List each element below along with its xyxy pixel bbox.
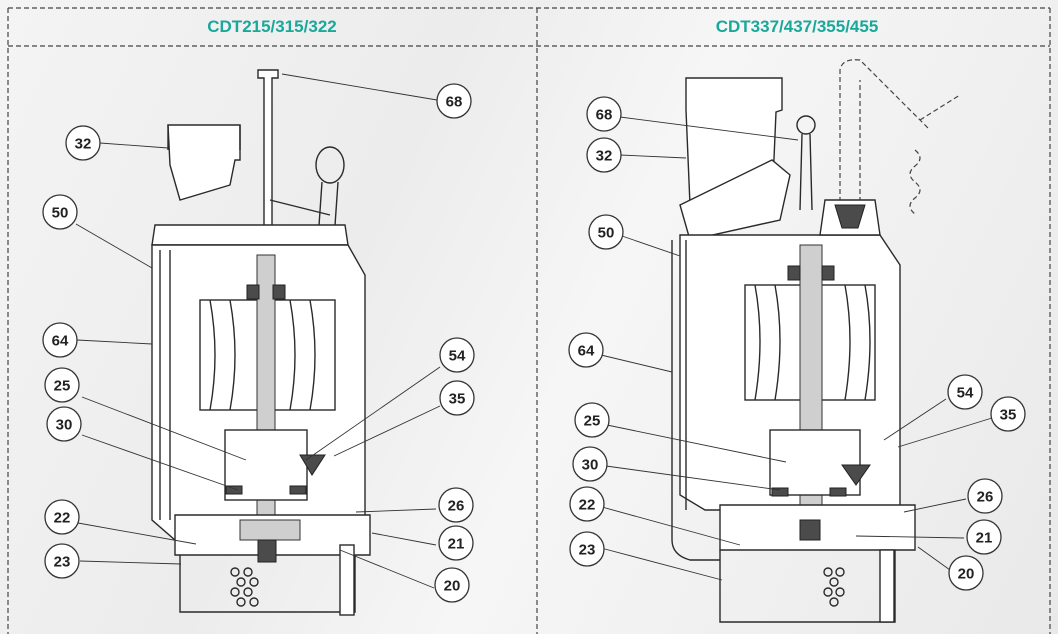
callout-label: 32: [596, 148, 613, 165]
callout-label: 50: [52, 205, 69, 222]
callout-circle: [42, 322, 78, 358]
pump-drawing-left: [151, 69, 371, 616]
callout-circle: [990, 396, 1026, 432]
callout-circle: [46, 406, 82, 442]
callout-label: 26: [448, 498, 465, 515]
callout-label: 22: [579, 497, 596, 514]
callout-circle: [586, 137, 622, 173]
callout-circle: [569, 531, 605, 567]
callout-circle: [569, 486, 605, 522]
callout-circle: [438, 487, 474, 523]
callouts-right: 68 32 50 64 54 35 25 30 26 22 21 23 20: [568, 96, 1026, 591]
callout-left-64: 64: [42, 322, 78, 358]
callout-right-25: 25: [574, 402, 610, 438]
callout-label: 20: [444, 578, 461, 595]
panel-title-right: CDT337/437/355/455: [715, 17, 879, 36]
callout-circle: [434, 567, 470, 603]
callout-label: 68: [596, 107, 613, 124]
callout-left-50: 50: [42, 194, 78, 230]
callout-circle: [44, 499, 80, 535]
callout-circle: [65, 125, 101, 161]
callout-circle: [439, 337, 475, 373]
callout-circle: [967, 478, 1003, 514]
callout-label: 23: [579, 542, 596, 559]
callout-circle: [947, 374, 983, 410]
callout-label: 32: [75, 136, 92, 153]
callout-left-22: 22: [44, 499, 80, 535]
callout-left-20: 20: [434, 567, 470, 603]
callout-left-54: 54: [439, 337, 475, 373]
callouts-left: 68 32 50 64 54 25 35 30 26 22 21 23 20: [42, 83, 475, 603]
callout-label: 21: [448, 536, 465, 553]
callout-right-54: 54: [947, 374, 983, 410]
callout-left-26: 26: [438, 487, 474, 523]
callout-circle: [44, 543, 80, 579]
callout-label: 35: [1000, 407, 1017, 424]
callout-circle: [436, 83, 472, 119]
callout-circle: [438, 525, 474, 561]
callout-label: 30: [56, 417, 73, 434]
callout-label: 64: [52, 333, 69, 350]
callout-label: 54: [957, 385, 974, 402]
callout-label: 25: [584, 413, 601, 430]
callout-left-21: 21: [438, 525, 474, 561]
pump-drawing-right: [671, 59, 961, 623]
callout-right-64: 64: [568, 332, 604, 368]
callout-circle: [948, 555, 984, 591]
callout-circle: [572, 446, 608, 482]
callout-circle: [44, 367, 80, 403]
callout-right-21: 21: [966, 519, 1002, 555]
callout-right-26: 26: [967, 478, 1003, 514]
callout-circle: [966, 519, 1002, 555]
callout-label: 25: [54, 378, 71, 395]
callout-left-35: 35: [439, 380, 475, 416]
callout-left-23: 23: [44, 543, 80, 579]
callout-label: 50: [598, 225, 615, 242]
callout-left-68: 68: [436, 83, 472, 119]
callout-right-22: 22: [569, 486, 605, 522]
callout-label: 30: [582, 457, 599, 474]
callout-right-35: 35: [990, 396, 1026, 432]
callout-circle: [588, 214, 624, 250]
callout-circle: [439, 380, 475, 416]
callout-circle: [574, 402, 610, 438]
dashed-border: [7, 7, 1051, 634]
callout-circle: [586, 96, 622, 132]
panel-title-left: CDT215/315/322: [207, 17, 337, 36]
callout-right-32: 32: [586, 137, 622, 173]
callout-label: 26: [977, 489, 994, 506]
leader-lines: [75, 73, 993, 589]
callout-label: 21: [976, 530, 993, 547]
callout-right-20: 20: [948, 555, 984, 591]
callout-left-25: 25: [44, 367, 80, 403]
callout-left-30: 30: [46, 406, 82, 442]
callout-label: 54: [449, 348, 466, 365]
callout-right-50: 50: [588, 214, 624, 250]
callout-circle: [42, 194, 78, 230]
callout-label: 64: [578, 343, 595, 360]
callout-right-23: 23: [569, 531, 605, 567]
callout-label: 22: [54, 510, 71, 527]
callout-right-30: 30: [572, 446, 608, 482]
callout-label: 20: [958, 566, 975, 583]
callout-left-32: 32: [65, 125, 101, 161]
callout-right-68: 68: [586, 96, 622, 132]
callout-label: 35: [449, 391, 466, 408]
callout-label: 23: [54, 554, 71, 571]
callout-circle: [568, 332, 604, 368]
callout-label: 68: [446, 94, 463, 111]
